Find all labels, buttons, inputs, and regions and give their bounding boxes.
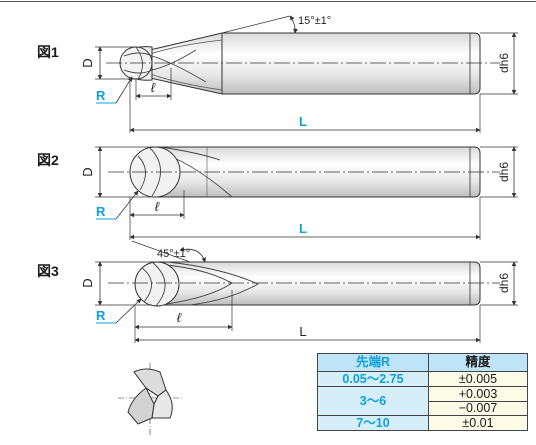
tolerance-cell: ±0.01 (428, 415, 528, 431)
tolerance-table: 先端R 精度 0.05～2.75 ±0.005 3～6 +0.003 −0.00… (317, 353, 528, 431)
table-header-row: 先端R 精度 (317, 353, 528, 372)
figure-3-R-label: R (96, 308, 106, 323)
tolerance-lower: −0.007 (429, 400, 527, 415)
figure-2-R-label: R (96, 204, 106, 219)
figure-3-angle: 45°±1° (157, 248, 190, 260)
figure-1-D-label: D (80, 58, 95, 67)
tip-radius-cell: 3～6 (317, 386, 429, 416)
header-accuracy: 精度 (428, 353, 528, 372)
figure-3-dh6-label: dh6 (497, 273, 511, 293)
figure-3-label: 図3 (37, 263, 59, 279)
figure-3-L-label: L (299, 324, 306, 339)
figure-2-label: 図2 (37, 152, 59, 168)
figure-3-ball (134, 261, 180, 307)
tolerance-upper: +0.003 (458, 386, 498, 401)
figure-2-L-label: L (299, 221, 307, 236)
figure-2-dh6-label: dh6 (497, 162, 511, 182)
header-tip-radius: 先端R (317, 353, 429, 372)
figure-1-L-label: L (299, 114, 307, 129)
figure-1-ell-label: ℓ (151, 80, 156, 95)
figure-3-shank (151, 261, 481, 306)
figure-1-dh6-label: dh6 (497, 53, 511, 73)
top-rule (0, 1, 536, 2)
figure-1-label: 図1 (37, 44, 59, 60)
figure-1-shank (149, 32, 481, 95)
tip-radius-cell: 7～10 (317, 415, 429, 431)
figure-1-R-label: R (96, 88, 106, 103)
figure-2-ell-label: ℓ (155, 199, 160, 214)
table-row: 3～6 +0.003 −0.007 (317, 386, 528, 416)
figure-1-angle: 15°±1° (298, 15, 331, 27)
end-view-icon (118, 363, 184, 436)
tolerance-cell: +0.003 −0.007 (428, 386, 528, 416)
figure-3-drawing: 45°±1° D dh6 ℓ L R (80, 240, 518, 343)
figure-2-D-label: D (80, 167, 95, 176)
table-row: 7～10 ±0.01 (317, 415, 528, 431)
figure-2-drawing: D dh6 ℓ L R (80, 146, 518, 240)
figure-3-D-label: D (80, 278, 95, 287)
tolerance-cell: ±0.005 (428, 371, 528, 387)
figure-1-drawing: 15°±1° D dh6 ℓ L R (80, 15, 518, 133)
figure-3-ell-label: ℓ (177, 310, 182, 325)
tip-radius-cell: 0.05～2.75 (317, 371, 429, 387)
table-row: 0.05～2.75 ±0.005 (317, 371, 528, 387)
